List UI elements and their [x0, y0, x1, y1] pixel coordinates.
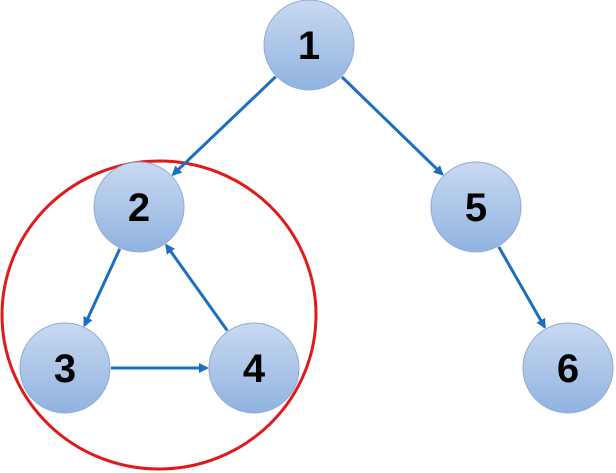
edges-layer [83, 75, 547, 373]
node-4: 4 [208, 322, 300, 414]
node-label: 5 [465, 186, 487, 230]
node-3: 3 [19, 322, 111, 414]
node-label: 4 [243, 347, 266, 391]
nodes-layer: 1 2 3 4 5 6 [19, 0, 614, 414]
node-5: 5 [430, 161, 522, 253]
node-6: 6 [522, 322, 614, 414]
node-label: 3 [54, 347, 76, 391]
node-label: 6 [557, 347, 579, 391]
node-label: 2 [128, 186, 150, 230]
node-circle [430, 161, 522, 253]
node-circle [522, 322, 614, 414]
node-circle [208, 322, 300, 414]
node-circle [263, 0, 355, 91]
node-label: 1 [298, 24, 320, 68]
node-circle [93, 161, 185, 253]
highlight-circle [0, 159, 318, 471]
node-2: 2 [93, 161, 185, 253]
edge-1-to-2 [171, 75, 277, 176]
node-1: 1 [263, 0, 355, 91]
edge-4-to-2 [165, 243, 229, 332]
edge-1-to-5 [340, 75, 444, 176]
node-circle [19, 322, 111, 414]
edge-5-to-6 [497, 246, 547, 329]
edge-2-to-3 [83, 248, 122, 328]
